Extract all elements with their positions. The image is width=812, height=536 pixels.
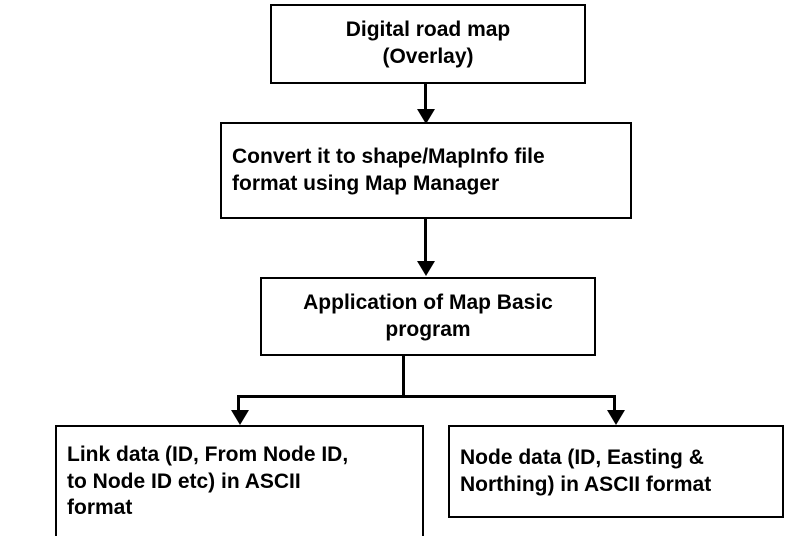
connector-branch-stem: [402, 356, 405, 398]
flowchart-node-digital-road-map[interactable]: Digital road map (Overlay): [270, 4, 586, 84]
arrow-down-icon-2: [417, 261, 435, 276]
flowchart-node-node-data[interactable]: Node data (ID, Easting & Northing) in AS…: [448, 425, 784, 518]
arrow-down-icon-3-right: [607, 410, 625, 425]
connector-branch-right-drop: [613, 395, 616, 417]
flowchart-node-label: Application of Map Basic program: [303, 290, 553, 341]
flowchart-node-label: Convert it to shape/MapInfo file format …: [232, 144, 545, 195]
connector-branch-left-drop: [237, 395, 240, 417]
flowchart-node-map-basic[interactable]: Application of Map Basic program: [260, 277, 596, 356]
connector-line-1: [424, 84, 427, 113]
flowchart-node-label: Node data (ID, Easting & Northing) in AS…: [460, 445, 712, 496]
flowchart-node-label: Link data (ID, From Node ID, to Node ID …: [67, 442, 349, 520]
flowchart-node-link-data[interactable]: Link data (ID, From Node ID, to Node ID …: [55, 425, 424, 536]
arrow-down-icon-1: [417, 109, 435, 124]
flowchart-node-label: Digital road map (Overlay): [345, 18, 511, 68]
arrow-down-icon-3-left: [231, 410, 249, 425]
connector-branch-bar: [237, 395, 616, 398]
connector-line-2: [424, 219, 427, 264]
flowchart-node-convert-format[interactable]: Convert it to shape/MapInfo file format …: [220, 122, 632, 219]
